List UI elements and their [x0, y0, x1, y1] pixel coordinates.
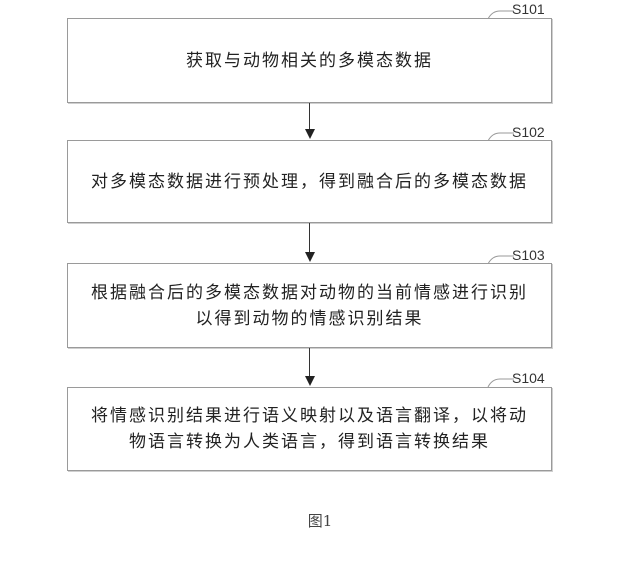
arrowhead-icon: [305, 129, 315, 139]
step-text-s103-line2: 以得到动物的情感识别结果: [195, 308, 424, 329]
arrow-s102-to-s103: [309, 223, 310, 255]
arrow-s101-to-s102: [309, 103, 310, 133]
step-box-s101: 获取与动物相关的多模态数据: [67, 18, 552, 103]
leader-line-s104: [487, 378, 514, 388]
arrowhead-icon: [305, 252, 315, 262]
step-box-s103: 根据融合后的多模态数据对动物的当前情感进行识别 以得到动物的情感识别结果: [67, 263, 552, 348]
leader-line-s101: [487, 10, 514, 20]
leader-line-s102: [487, 132, 514, 142]
arrow-s103-to-s104: [309, 348, 310, 379]
arrowhead-icon: [305, 376, 315, 386]
step-text-s101-line1: 获取与动物相关的多模态数据: [186, 50, 433, 71]
step-label-s103: S103: [512, 247, 545, 263]
step-text-s104-line1: 将情感识别结果进行语义映射以及语言翻译，以将动: [91, 406, 528, 426]
step-label-s101: S101: [512, 1, 545, 17]
step-box-s104: 将情感识别结果进行语义映射以及语言翻译，以将动 物语言转换为人类语言，得到语言转…: [67, 387, 552, 471]
leader-line-s103: [487, 255, 514, 265]
step-text-s103-line1: 根据融合后的多模态数据对动物的当前情感进行识别: [91, 282, 528, 303]
step-label-s102: S102: [512, 124, 545, 140]
step-label-s104: S104: [512, 370, 545, 386]
step-text-s102-line1: 对多模态数据进行预处理，得到融合后的多模态数据: [91, 171, 528, 192]
figure-caption: 图1: [307, 512, 333, 530]
step-box-s102: 对多模态数据进行预处理，得到融合后的多模态数据: [67, 140, 552, 223]
step-text-s104-line2: 物语言转换为人类语言，得到语言转换结果: [129, 432, 490, 452]
